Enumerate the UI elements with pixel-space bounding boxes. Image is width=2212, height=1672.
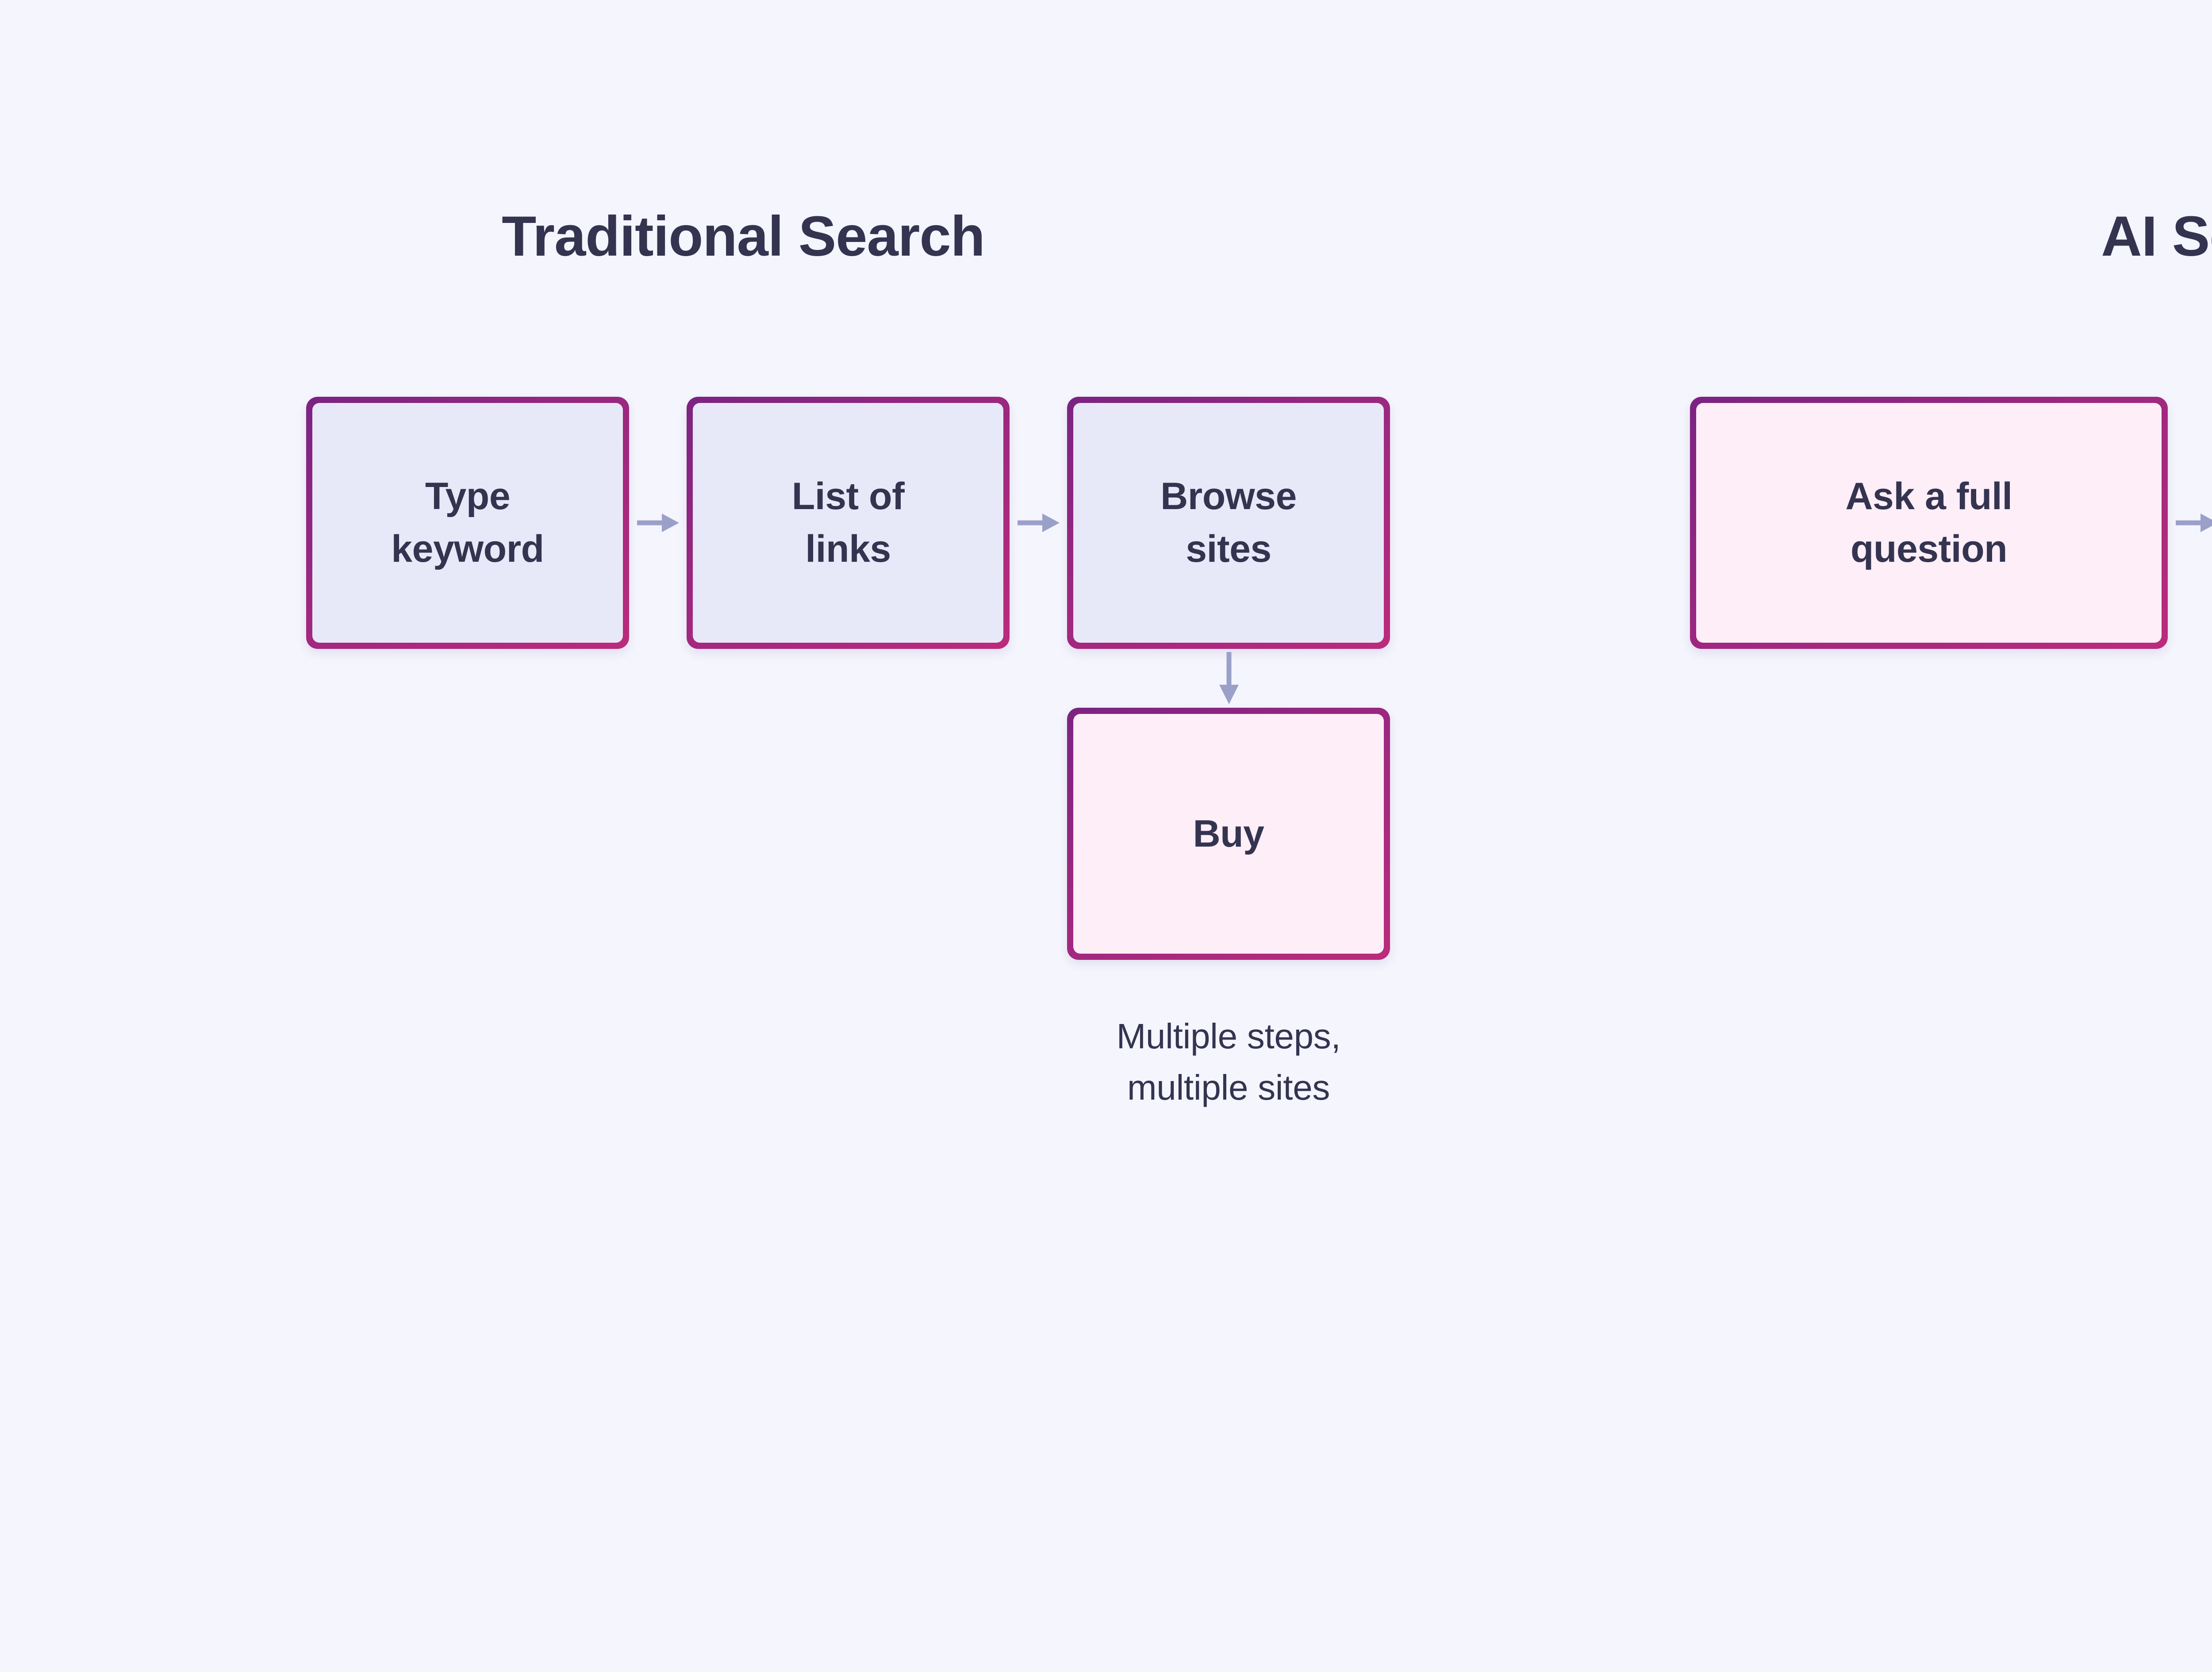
caption-traditional-line2: multiple sites xyxy=(1127,1068,1330,1107)
node-ask-label-line2: question xyxy=(1850,528,2008,570)
arrow-right-list-to-browse-icon xyxy=(1016,504,1061,542)
column-title-ai-search: AI Search xyxy=(2101,205,2212,268)
node-buy-traditional-label: Buy xyxy=(1193,812,1264,855)
node-ask-a-full-question[interactable]: Ask a full question xyxy=(1690,397,2168,649)
node-buy-traditional-body: Buy xyxy=(1073,714,1384,954)
node-browse-sites-label: Browse sites xyxy=(1160,470,1297,575)
node-ask-a-full-question-label: Ask a full question xyxy=(1845,470,2012,575)
column-title-traditional-search: Traditional Search xyxy=(502,205,985,268)
arrow-right-ask-to-ai-icon xyxy=(2174,504,2212,542)
arrow-right-type-to-list-icon xyxy=(635,504,680,542)
node-type-keyword-label: Type keyword xyxy=(391,470,544,575)
node-ask-a-full-question-body: Ask a full question xyxy=(1696,403,2162,643)
node-type-keyword-label-line1: Type xyxy=(425,475,511,518)
arrow-down-browse-to-buy-icon xyxy=(1210,651,1248,706)
node-browse-sites-body: Browse sites xyxy=(1073,403,1384,643)
node-ask-label-line1: Ask a full xyxy=(1845,475,2012,518)
node-list-of-links-label: List of links xyxy=(791,470,905,575)
node-list-of-links[interactable]: List of links xyxy=(687,397,1010,649)
node-buy-traditional[interactable]: Buy xyxy=(1067,708,1390,960)
node-browse-sites-label-line2: sites xyxy=(1186,528,1271,570)
node-type-keyword[interactable]: Type keyword xyxy=(306,397,629,649)
node-list-of-links-label-line2: links xyxy=(805,528,891,570)
node-type-keyword-body: Type keyword xyxy=(312,403,623,643)
node-list-of-links-label-line1: List of xyxy=(791,475,905,518)
node-type-keyword-label-line2: keyword xyxy=(391,528,544,570)
node-browse-sites[interactable]: Browse sites xyxy=(1067,397,1390,649)
node-list-of-links-body: List of links xyxy=(693,403,1003,643)
caption-traditional-line1: Multiple steps, xyxy=(1116,1016,1341,1056)
node-browse-sites-label-line1: Browse xyxy=(1160,475,1297,518)
caption-traditional-search: Multiple steps, multiple sites xyxy=(1016,1011,1441,1113)
